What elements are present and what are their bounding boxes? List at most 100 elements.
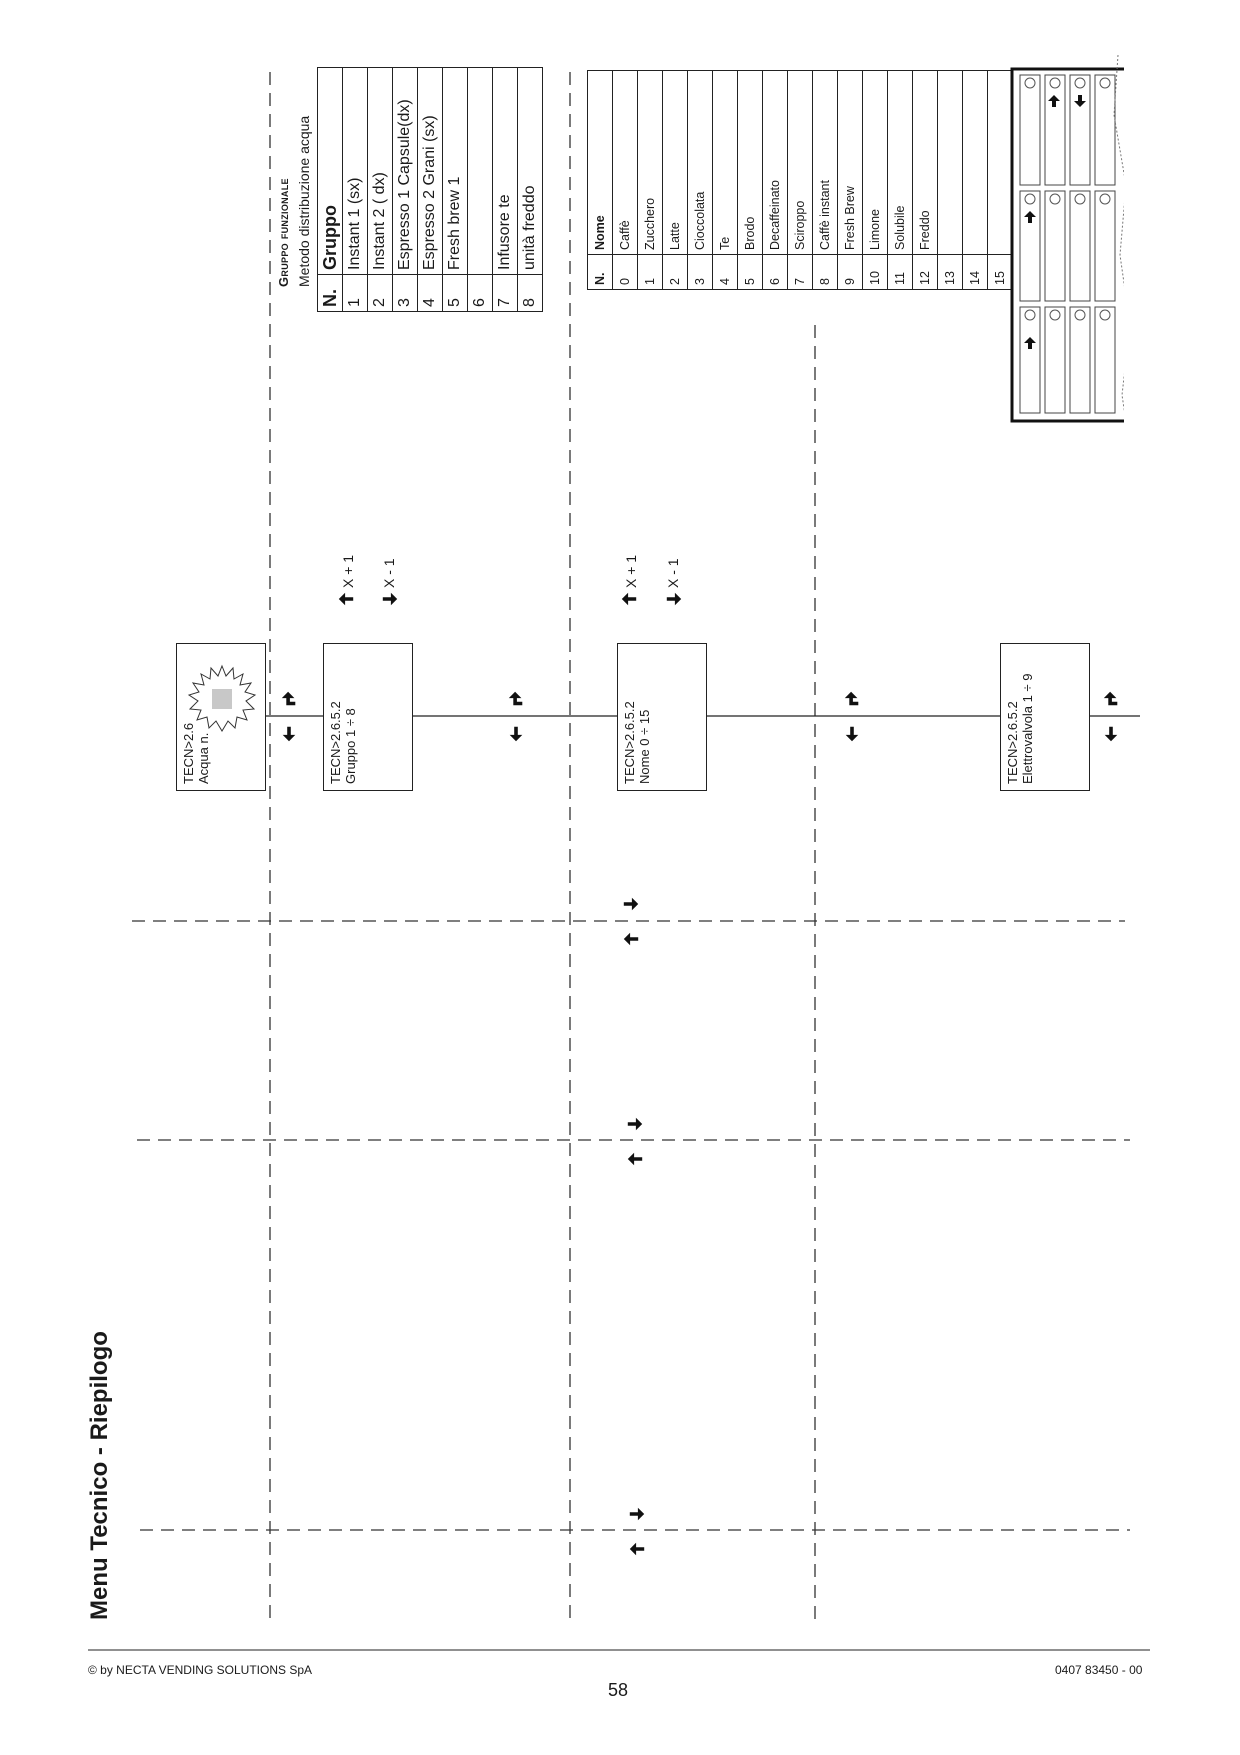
- left-arrow-icon: [622, 930, 640, 948]
- row-name: [467, 67, 493, 275]
- enter-arrow-icon: [507, 690, 525, 708]
- col-n-header: N.: [317, 274, 343, 312]
- row-name: Te: [712, 70, 738, 255]
- row-name: Cioccolata: [687, 70, 713, 255]
- row-name: Fresh brew 1: [442, 67, 468, 275]
- row-name: Solubile: [887, 70, 913, 255]
- box-gruppo-line2: Gruppo 1 ÷ 8: [343, 708, 358, 784]
- row-name: [987, 70, 1013, 255]
- col-gruppo-header: Gruppo: [317, 67, 343, 275]
- row-number: 1: [342, 274, 368, 312]
- increment-label: X + 1: [623, 554, 639, 588]
- box-acqua-line2: Acqua n.: [196, 732, 211, 784]
- escape-arrow-icon: [280, 725, 298, 743]
- row-name: Caffè: [612, 70, 638, 255]
- table-row: 13: [937, 70, 963, 290]
- escape-arrow-icon: [1102, 725, 1120, 743]
- doc-code: 0407 83450 - 00: [1055, 1663, 1143, 1677]
- box-nome-line1: TECN>2.6.5.2: [622, 701, 637, 784]
- box-gruppo-line1: TECN>2.6.5.2: [328, 701, 343, 784]
- box-elettrovalvola-line2: Elettrovalvola 1 ÷ 9: [1020, 673, 1035, 784]
- row-name: Instant 1 (sx): [342, 67, 368, 275]
- row-name: [962, 70, 988, 255]
- row-number: 2: [662, 254, 688, 290]
- row-number: 5: [442, 274, 468, 312]
- menu-box-gruppo: TECN>2.6.5.2 Gruppo 1 ÷ 8: [323, 643, 413, 791]
- row-number: 7: [492, 274, 518, 312]
- row-name: Sciroppo: [787, 70, 813, 255]
- row-name: Freddo: [912, 70, 938, 255]
- menu-box-nome: TECN>2.6.5.2 Nome 0 ÷ 15: [617, 643, 707, 791]
- row-name: Infusore te: [492, 67, 518, 275]
- row-number: 6: [762, 254, 788, 290]
- down-arrow-icon: [381, 590, 399, 608]
- row-number: 3: [687, 254, 713, 290]
- table-row: N. Nome: [587, 70, 613, 290]
- box-nome-line2: Nome 0 ÷ 15: [637, 709, 652, 784]
- row-number: 4: [417, 274, 443, 312]
- keypad-illustration: [1010, 55, 1140, 435]
- row-number: 4: [712, 254, 738, 290]
- row-name: Latte: [662, 70, 688, 255]
- box-elettrovalvola-line1: TECN>2.6.5.2: [1005, 701, 1020, 784]
- table-row: 15: [987, 70, 1013, 290]
- escape-arrow-icon: [843, 725, 861, 743]
- right-arrow-icon: [626, 1115, 644, 1133]
- decrement-label: X - 1: [665, 558, 681, 588]
- escape-arrow-icon: [507, 725, 525, 743]
- left-arrow-icon: [628, 1540, 646, 1558]
- row-name: Espresso 2 Grani (sx): [417, 67, 443, 275]
- menu-box-elettrovalvola: TECN>2.6.5.2 Elettrovalvola 1 ÷ 9: [1000, 643, 1090, 791]
- row-number: 8: [517, 274, 543, 312]
- row-number: 8: [812, 254, 838, 290]
- row-number: 7: [787, 254, 813, 290]
- row-number: 9: [837, 254, 863, 290]
- enter-arrow-icon: [843, 690, 861, 708]
- enter-arrow-icon: [1102, 690, 1120, 708]
- row-name: Instant 2 ( dx): [367, 67, 393, 275]
- down-arrow-icon: [665, 590, 683, 608]
- copyright: © by NECTA VENDING SOLUTIONS SpA: [88, 1663, 313, 1677]
- gruppo-heading: Gruppo funzionale: [276, 178, 291, 287]
- row-number: 11: [887, 254, 913, 290]
- box-acqua-line1: TECN>2.6: [181, 722, 196, 784]
- row-number: 6: [467, 274, 493, 312]
- enter-arrow-icon: [280, 690, 298, 708]
- row-name: Limone: [862, 70, 888, 255]
- starburst-icon: [187, 664, 257, 732]
- row-name: [937, 70, 963, 255]
- row-number: 5: [737, 254, 763, 290]
- gruppo-subheading: Metodo distribuzione acqua: [296, 115, 312, 287]
- up-arrow-icon: [337, 590, 355, 608]
- page-number: 58: [608, 1680, 629, 1700]
- increment-label: X + 1: [340, 554, 356, 588]
- row-number: 0: [612, 254, 638, 290]
- table-row: 6: [467, 67, 493, 312]
- row-name: Brodo: [737, 70, 763, 255]
- row-number: 13: [937, 254, 963, 290]
- row-name: Caffè instant: [812, 70, 838, 255]
- left-arrow-icon: [626, 1150, 644, 1168]
- row-name: Zucchero: [637, 70, 663, 255]
- up-arrow-icon: [620, 590, 638, 608]
